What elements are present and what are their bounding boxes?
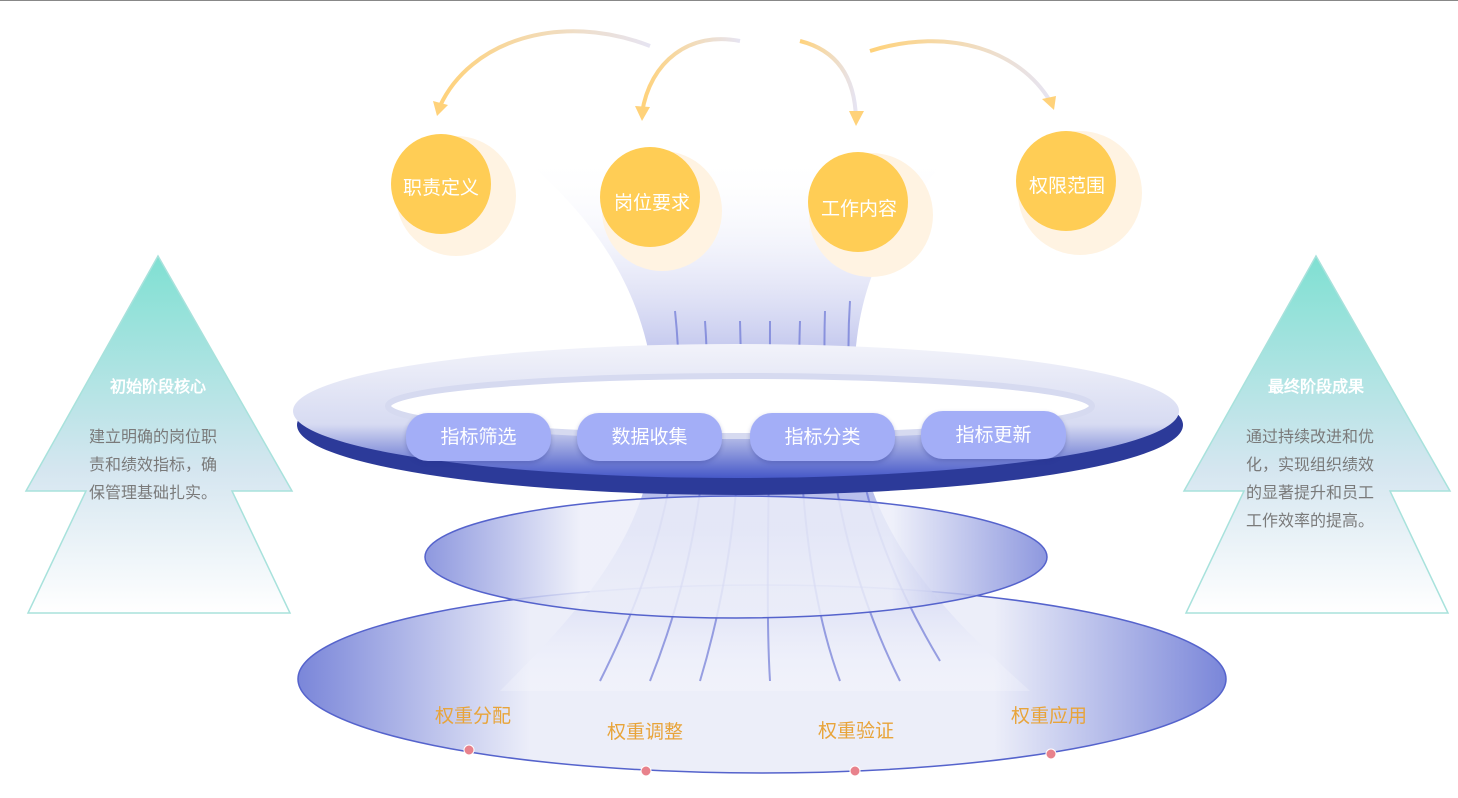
right-panel-title: 最终阶段成果 [1267,377,1364,396]
circle-position-requirements: 岗位要求 [613,192,690,214]
ring-hole [385,373,1095,439]
right-arrow-shape [1182,254,1452,614]
weight-application: 权重应用 [1010,705,1087,727]
pill-indicator-screening: 指标筛选 [406,413,551,461]
pill-data-collection: 数据收集 [577,413,722,461]
cycle-arrows [438,29,1052,120]
weight-adjustment: 权重调整 [606,721,683,743]
circle-duty-definition: 职责定义 [402,177,479,199]
circle-work-content: 工作内容 [820,198,897,220]
pill-indicator-classification: 指标分类 [750,413,895,461]
left-arrow-shape [24,254,294,614]
left-panel-text: 建立明确的岗位职责和绩效指标，确保管理基础扎实。 [89,427,218,502]
pill-indicator-update: 指标更新 [921,411,1066,459]
middle-disc [424,495,1048,619]
circle-authority-scope: 权限范围 [1028,175,1105,197]
weight-dots [463,744,1057,777]
weight-validation: 权重验证 [817,720,894,742]
circles [391,131,1142,277]
weight-allocation: 权重分配 [434,705,511,727]
right-panel-text: 通过持续改进和优化，实现组织绩效的显著提升和员工工作效率的提高。 [1246,427,1375,530]
arrow-heads [433,96,1056,126]
left-panel-title: 初始阶段核心 [109,377,206,396]
